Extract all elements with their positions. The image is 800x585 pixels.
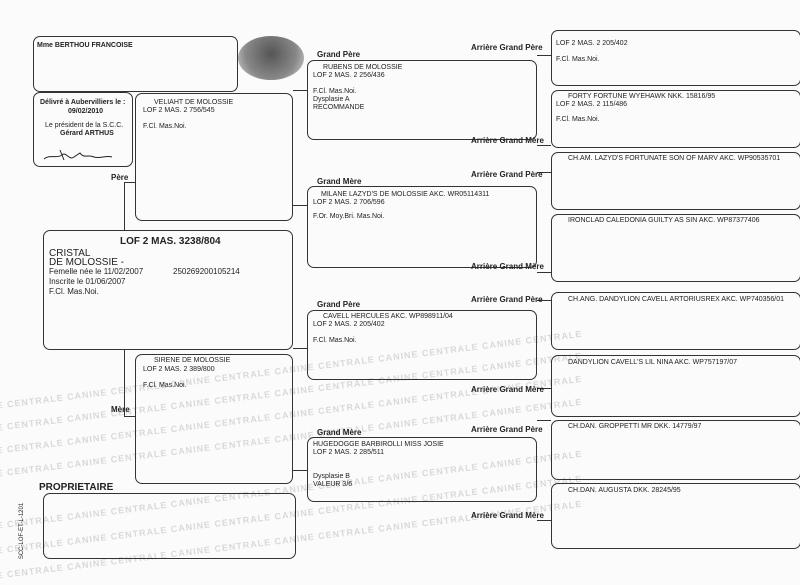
issued-date: 09/02/2010 (68, 108, 104, 115)
gm2-note1: Dysplasie B (313, 473, 350, 480)
mother-lof: LOF 2 MAS. 2 389/800 (143, 366, 215, 373)
agg-7-line1: CH.DAN. GROPPETTI MR DKK. 14779/97 (568, 423, 702, 430)
connector-line (293, 90, 307, 91)
gm1-lof: LOF 2 MAS. 2 706/596 (313, 199, 385, 206)
gm2-box (307, 437, 537, 502)
signature-image (43, 149, 113, 161)
dog-lof: LOF 2 MAS. 3238/804 (120, 236, 221, 247)
gp2-class: F.Cl. Mas.Noi. (313, 337, 357, 344)
agg-4-line1: IRONCLAD CALEDONIA GUILTY AS SIN AKC. WP… (568, 217, 760, 224)
gp2-box (307, 310, 537, 380)
side-code: SCC-LOF-ET-L-1201 (19, 502, 26, 560)
gp1-note1: Dysplasie A (313, 96, 350, 103)
mother-box (135, 354, 293, 484)
label-gm2: Grand Mère (317, 428, 362, 437)
agg-8-line1: CH.DAN. AUGUSTA DKK. 28245/95 (568, 487, 681, 494)
agg-box-7 (551, 420, 800, 480)
connector-line (537, 272, 551, 273)
label-agm4: Arrière Grand Mère (471, 511, 544, 520)
ink-blot-image (238, 36, 304, 80)
connector-line (293, 470, 307, 471)
label-gp2: Grand Père (317, 300, 361, 309)
agg-box-2 (551, 90, 800, 148)
connector-line (537, 388, 551, 389)
connector-line (124, 182, 125, 230)
label-agp4: Arrière Grand Père (471, 425, 543, 434)
connector-line (293, 348, 307, 349)
connector-line (537, 55, 551, 56)
label-agp2: Arrière Grand Père (471, 170, 543, 179)
agg-3-line1: CH.AM. LAZYD'S FORTUNATE SON OF MARV AKC… (568, 155, 781, 162)
label-gp1: Grand Père (317, 50, 361, 59)
agg-6-line1: DANDYLION CAVELL'S LIL NINA AKC. WP75719… (568, 359, 738, 366)
label-pere: Père (111, 173, 129, 182)
gp1-lof: LOF 2 MAS. 2 256/436 (313, 72, 385, 79)
owner-box (33, 36, 238, 92)
dog-birth: Femelle née le 11/02/2007 (49, 267, 144, 276)
dog-class: F.Cl. Mas.Noi. (49, 287, 99, 296)
agg-box-5 (551, 292, 800, 350)
gp2-name: CAVELL HERCULES AKC. WP898911/04 (323, 313, 453, 320)
issuance-box (33, 92, 133, 167)
gp1-class: F.Cl. Mas.Noi. (313, 88, 357, 95)
label-agm3: Arrière Grand Mère (471, 385, 544, 394)
connector-line (124, 350, 125, 416)
agg-box-3 (551, 152, 800, 210)
label-mere: Mère (111, 405, 130, 414)
gp1-name: RUBENS DE MOLOSSIE (323, 64, 403, 71)
agg-1-line1: LOF 2 MAS. 2 205/402 (556, 40, 628, 47)
agg-1-line2: F.Cl. Mas.Noi. (556, 56, 600, 63)
gm2-lof: LOF 2 MAS. 2 285/511 (313, 449, 385, 456)
agg-box-4 (551, 214, 800, 282)
label-agp1: Arrière Grand Père (471, 43, 543, 52)
gp2-lof: LOF 2 MAS. 2 205/402 (313, 321, 385, 328)
issued-president: Le président de la S.C.C. (45, 122, 124, 129)
mother-name: SIRENE DE MOLOSSIE (154, 357, 231, 364)
gp1-note2: RECOMMANDE (313, 104, 365, 111)
agg-2-line1: FORTY FORTUNE WYEHAWK NKK. 15816/95 (568, 93, 716, 100)
owner-name: Mme BERTHOU FRANCOISE (37, 42, 133, 49)
father-lof: LOF 2 MAS. 2 756/545 (143, 107, 215, 114)
dog-registered: Inscrite le 01/06/2007 (49, 277, 126, 286)
label-proprietaire: PROPRIETAIRE (39, 482, 114, 493)
mother-class: F.Cl. Mas.Noi. (143, 382, 187, 389)
connector-line (293, 205, 307, 206)
father-box (135, 93, 293, 221)
proprietaire-box (43, 493, 296, 559)
dog-box (43, 230, 293, 350)
label-agm1: Arrière Grand Mère (471, 136, 544, 145)
agg-2-line2: LOF 2 MAS. 2 115/486 (556, 101, 628, 108)
gm1-name: MILANE LAZYD'S DE MOLOSSIE AKC. WR051143… (321, 191, 490, 198)
father-name: VELIAHT DE MOLOSSIE (154, 99, 234, 106)
agg-2-line3: F.Cl. Mas.Noi. (556, 116, 600, 123)
dog-name-line2: DE MOLOSSIE - (49, 257, 125, 268)
agg-5-line1: CH.ANG. DANDYLION CAVELL ARTORIUSREX AKC… (568, 296, 785, 303)
connector-line (124, 182, 135, 183)
connector-line (537, 420, 551, 421)
agg-box-8 (551, 483, 800, 549)
connector-line (537, 172, 551, 173)
gm2-note2: VALEUR 3/6 (313, 481, 353, 488)
connector-line (124, 416, 135, 417)
gm1-box (307, 186, 537, 268)
father-class: F.Cl. Mas.Noi. (143, 123, 187, 130)
connector-line (537, 300, 551, 301)
connector-line (537, 520, 551, 521)
label-agm2: Arrière Grand Mère (471, 262, 544, 271)
gm2-name: HUGEDOGGE BARBIROLLI MISS JOSIE (313, 441, 444, 448)
dog-name-line1: CRISTAL (49, 248, 91, 259)
connector-line (537, 145, 551, 146)
label-gm1: Grand Mère (317, 177, 362, 186)
agg-box-6 (551, 355, 800, 417)
label-agp3: Arrière Grand Père (471, 295, 543, 304)
issued-line: Délivré à Aubervilliers le : (40, 99, 126, 106)
agg-box-1 (551, 30, 800, 86)
gm1-class: F.Or. Moy.Bri. Mas.Noi. (313, 213, 385, 220)
gp1-box (307, 60, 537, 140)
dog-chip: 250269200105214 (173, 267, 240, 276)
issued-signatory: Gérard ARTHUS (60, 130, 114, 137)
